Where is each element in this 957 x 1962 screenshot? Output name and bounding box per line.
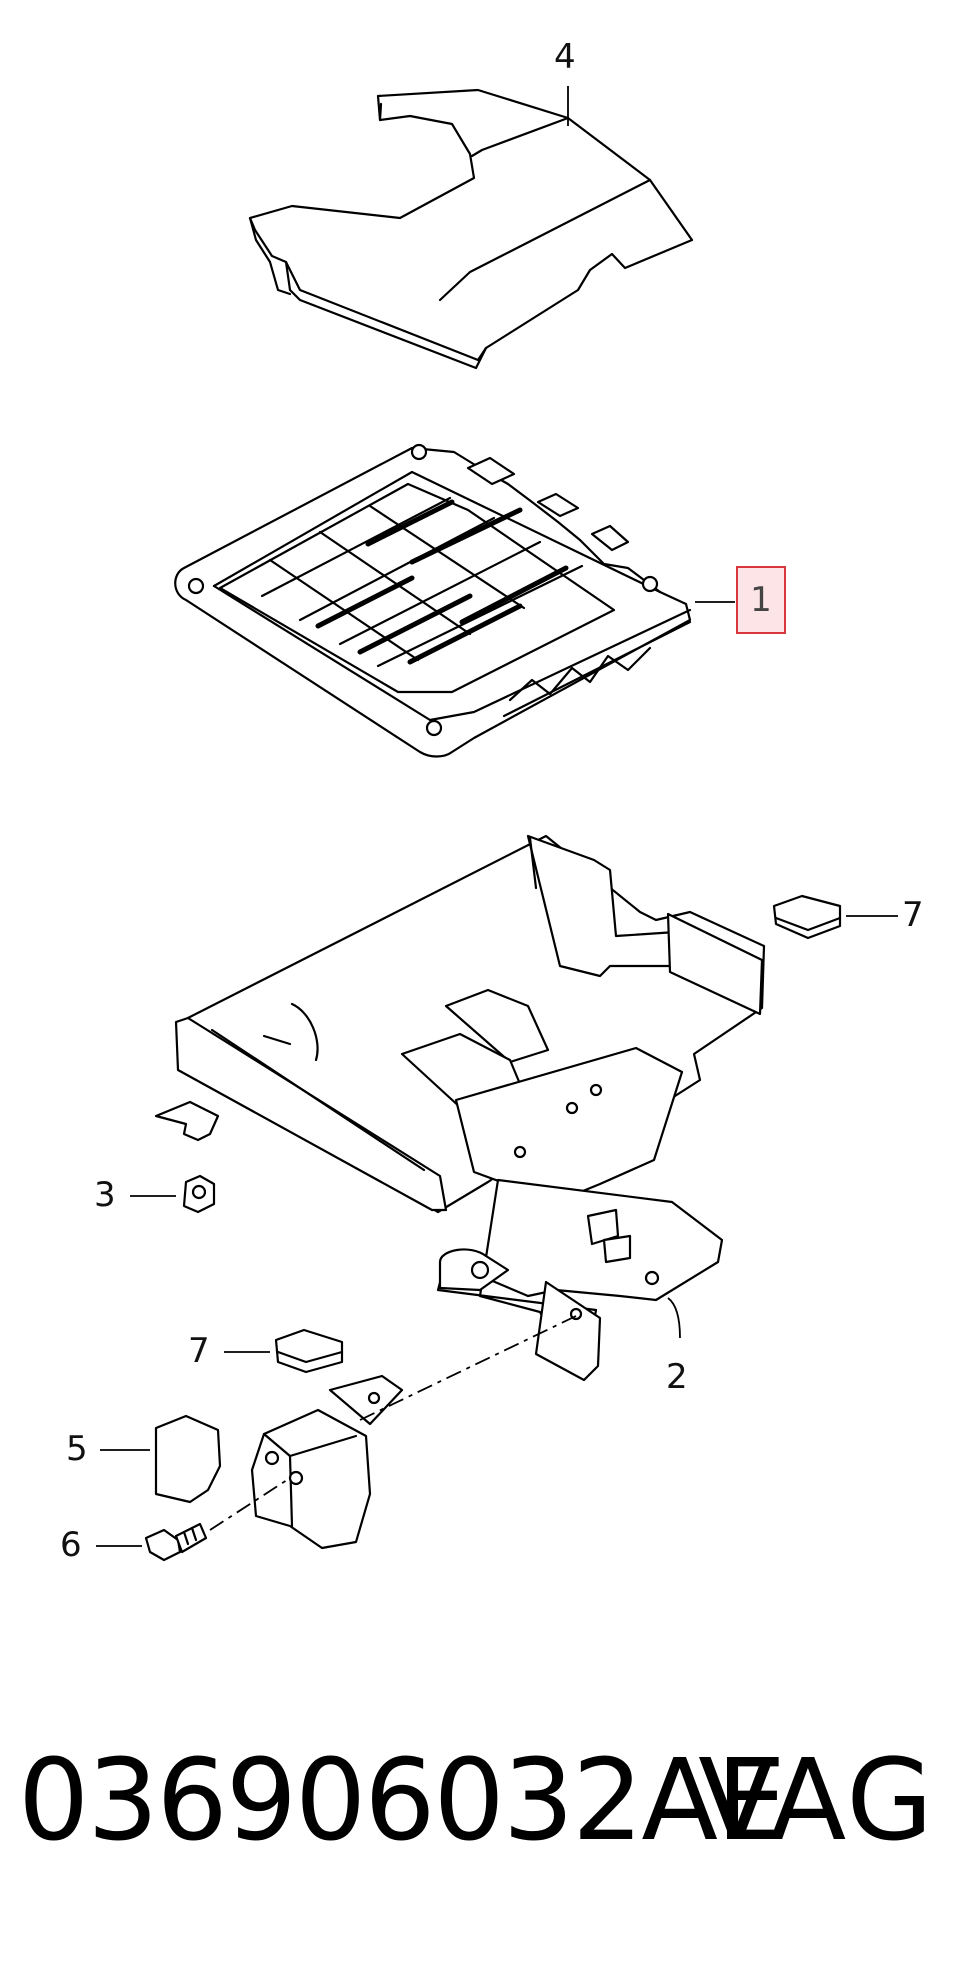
brand-name: VAG <box>698 1736 935 1866</box>
callout-7-lower: 7 <box>188 1331 210 1371</box>
alignment-line-bracket <box>359 1315 577 1421</box>
part-5-gasket <box>100 1414 222 1504</box>
part-4-cover <box>248 88 694 370</box>
part-7-pad-lower <box>224 1328 344 1374</box>
callout-4: 4 <box>554 37 576 77</box>
part-3-nut <box>130 1100 220 1214</box>
callout-7-upper: 7 <box>902 895 924 935</box>
callout-2: 2 <box>666 1357 688 1397</box>
part-number: 036906032AE <box>18 1736 787 1866</box>
part-6-bolt <box>96 1522 208 1562</box>
holder-block <box>250 1374 404 1550</box>
part-2-bracket <box>174 834 766 1382</box>
footer: 036906032AE VAG <box>0 1745 957 1885</box>
callout-6: 6 <box>60 1525 82 1565</box>
part-1-control-unit <box>174 443 735 758</box>
callout-1-highlighted[interactable]: 1 <box>736 566 786 634</box>
callout-5: 5 <box>66 1429 88 1469</box>
callout-3: 3 <box>94 1175 116 1215</box>
alignment-line-bolt <box>209 1477 291 1531</box>
part-7-pad-upper <box>772 894 898 940</box>
